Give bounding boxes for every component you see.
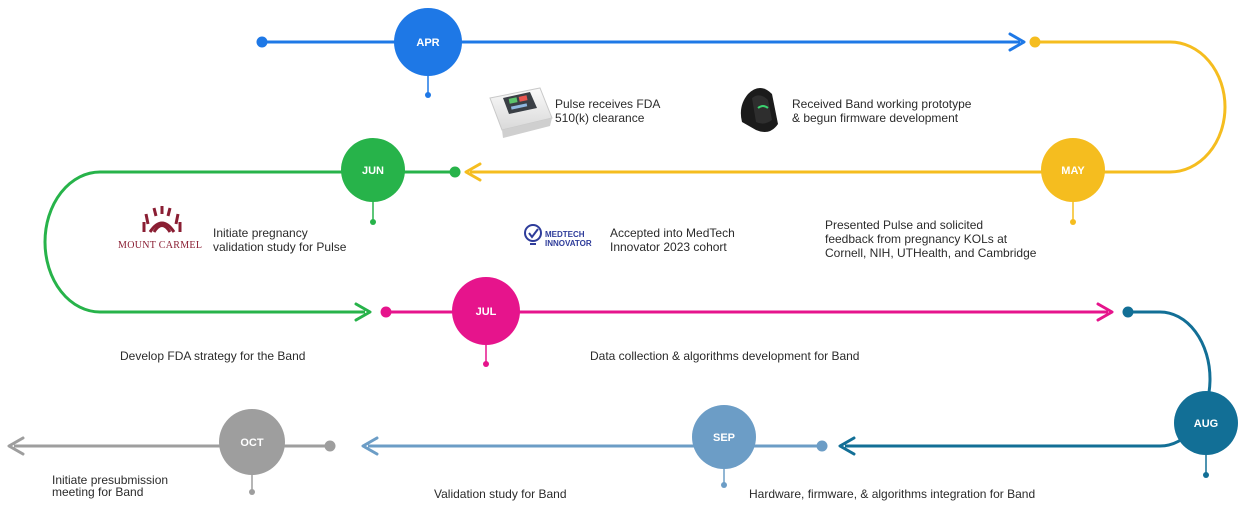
aug-track <box>838 306 1212 478</box>
oct-month-label: OCT <box>240 437 264 449</box>
milestone-band-prototype: Received Band working prototype & begun … <box>792 97 972 125</box>
milestone-pulse-fda: Pulse receives FDA 510(k) clearance <box>555 97 661 125</box>
medtech-wordmark-line2: INNOVATOR <box>545 239 592 248</box>
mount-carmel-wordmark: MOUNT CARMEL <box>118 240 203 251</box>
milestone-presubmission: Initiate presubmission meeting for Band <box>52 473 169 499</box>
jul-month-node: JUL <box>452 277 520 345</box>
sep-month-node: SEP <box>692 405 756 469</box>
pulse-device-image <box>489 87 553 138</box>
may-month-label: MAY <box>1061 165 1085 177</box>
apr-month-node: APR <box>394 8 462 76</box>
oct-month-node: OCT <box>219 409 285 475</box>
jun-month-node: JUN <box>341 138 405 202</box>
milestone-pregnancy-study: Initiate pregnancy validation study for … <box>213 226 347 254</box>
medtech-innovator-logo <box>524 224 542 245</box>
band-wearable-image <box>740 88 778 132</box>
medtech-wordmark: MEDTECH INNOVATOR <box>545 230 592 248</box>
mount-carmel-logo <box>142 206 182 233</box>
jul-month-label: JUL <box>476 306 497 318</box>
jun-month-label: JUN <box>362 165 384 177</box>
medtech-wordmark-line1: MEDTECH <box>545 230 585 239</box>
apr-month-label: APR <box>416 37 439 49</box>
milestone-medtech: Accepted into MedTech Innovator 2023 coh… <box>610 226 735 254</box>
milestone-pulse-kols: Presented Pulse and solicited feedback f… <box>825 218 1037 260</box>
apr-track <box>256 32 1026 98</box>
aug-month-label: AUG <box>1194 418 1218 430</box>
may-track <box>464 36 1227 225</box>
milestone-fda-strategy: Develop FDA strategy for the Band <box>120 349 306 363</box>
sep-track <box>361 436 828 488</box>
may-month-node: MAY <box>1041 138 1105 202</box>
milestone-integration: Hardware, firmware, & algorithms integra… <box>749 487 1036 501</box>
sep-month-label: SEP <box>713 432 735 444</box>
milestone-data-collection: Data collection & algorithms development… <box>590 349 860 363</box>
aug-month-node: AUG <box>1174 391 1238 455</box>
milestone-validation: Validation study for Band <box>434 487 567 501</box>
